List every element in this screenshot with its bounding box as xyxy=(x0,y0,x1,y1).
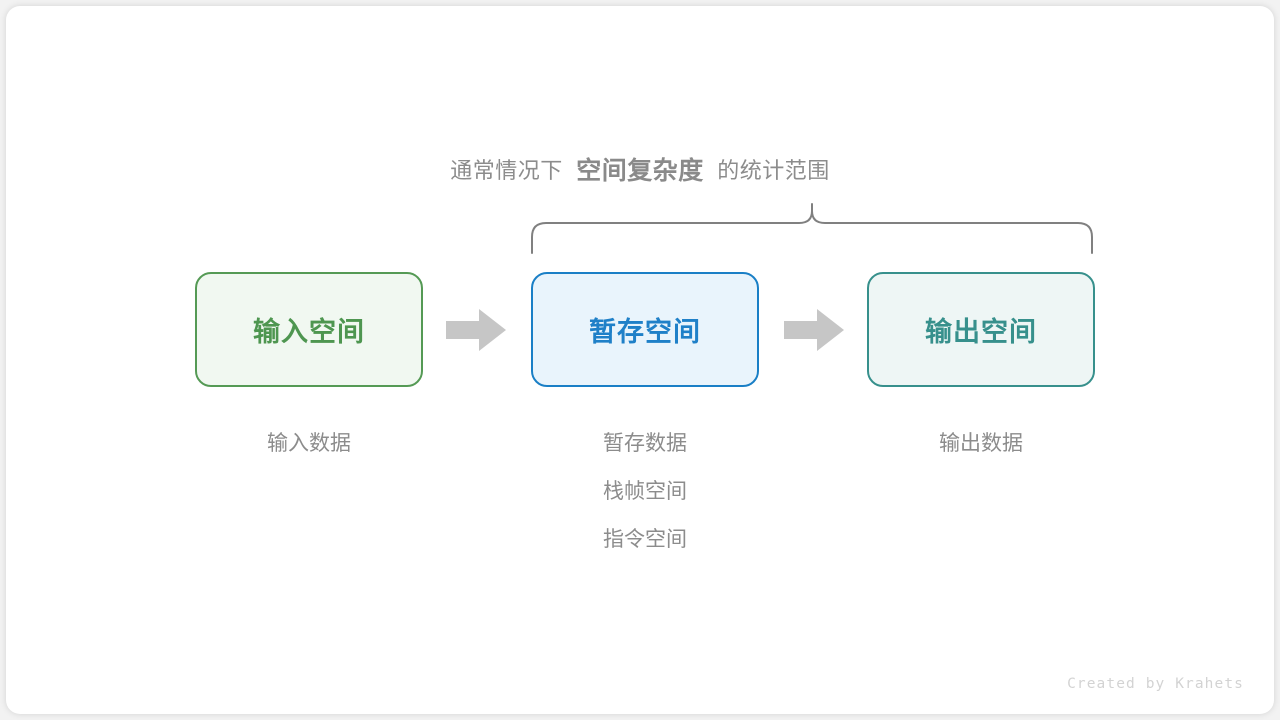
caption-item: 暂存数据 xyxy=(603,432,687,455)
arrow-icon-temp-to-output xyxy=(784,309,844,351)
arrow-shape xyxy=(446,309,506,351)
node-label-input-space: 输入空间 xyxy=(253,317,365,347)
arrow-icon-input-to-temp xyxy=(446,309,506,351)
caption-list-input-space: 输入数据 xyxy=(195,420,423,468)
caption-item: 输入数据 xyxy=(267,432,351,455)
caption-list-temp-space: 暂存数据 栈帧空间 指令空间 xyxy=(531,420,759,564)
caption-item: 指令空间 xyxy=(603,528,687,551)
caption-emphasis: 空间复杂度 xyxy=(576,157,704,185)
caption-prefix: 通常情况下 xyxy=(450,158,563,183)
node-box-output-space[interactable]: 输出空间 xyxy=(867,272,1095,387)
credit-text: Created by Krahets xyxy=(1067,676,1244,692)
caption-item: 栈帧空间 xyxy=(603,480,687,503)
caption-suffix: 的统计范围 xyxy=(717,158,830,183)
caption-list-output-space: 输出数据 xyxy=(867,420,1095,468)
slide-card: 通常情况下 空间复杂度 的统计范围 输入空间 暂存空间 xyxy=(6,6,1274,714)
scope-caption: 通常情况下 空间复杂度 的统计范围 xyxy=(6,151,1274,187)
scope-brace xyxy=(524,201,1104,256)
node-label-temp-space: 暂存空间 xyxy=(589,317,701,347)
node-box-temp-space[interactable]: 暂存空间 xyxy=(531,272,759,387)
brace-path xyxy=(531,203,1093,254)
node-label-output-space: 输出空间 xyxy=(925,317,1037,347)
arrow-shape xyxy=(784,309,844,351)
caption-item: 输出数据 xyxy=(939,432,1023,455)
node-box-input-space[interactable]: 输入空间 xyxy=(195,272,423,387)
